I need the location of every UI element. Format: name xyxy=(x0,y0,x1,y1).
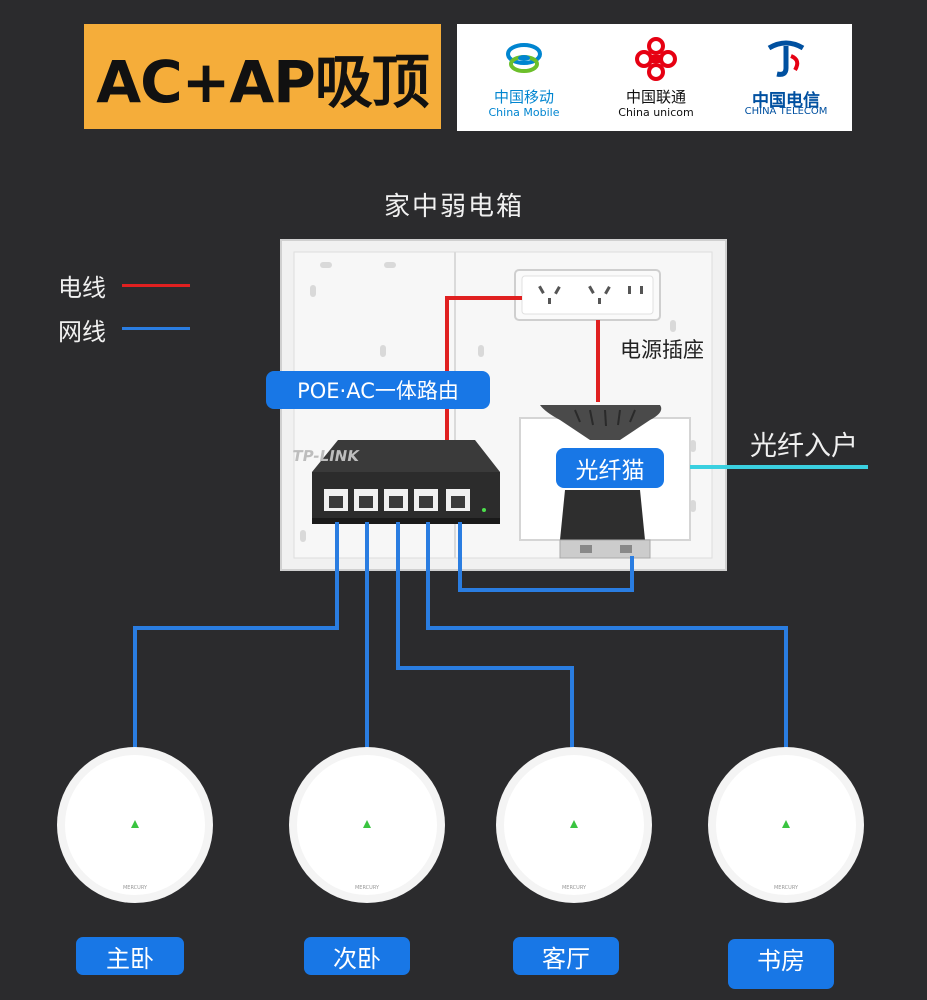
access-point-second-bedroom: MERCURY xyxy=(289,747,445,903)
legend-network-label: 网线 xyxy=(58,318,106,346)
legend-power-label: 电线 xyxy=(58,274,106,302)
carrier-china-mobile: 中国移动 China Mobile xyxy=(459,24,589,131)
svg-text:MERCURY: MERCURY xyxy=(355,885,380,891)
carrier-china-telecom: 中国电信 CHINA TELECOM xyxy=(721,24,851,131)
legend-network-line xyxy=(122,327,190,330)
access-point-study: MERCURY xyxy=(708,747,864,903)
svg-text:MERCURY: MERCURY xyxy=(562,885,587,891)
router xyxy=(312,440,500,524)
room-label-master-bedroom: 主卧 xyxy=(76,937,184,975)
access-point-living-room: MERCURY xyxy=(496,747,652,903)
carrier-name-cn: 中国电信 xyxy=(752,91,820,111)
carrier-name-cn: 中国联通 xyxy=(625,88,686,106)
power-socket-label: 电源插座 xyxy=(620,338,704,362)
box-title: 家中弱电箱 xyxy=(384,192,525,222)
access-point-master-bedroom: MERCURY xyxy=(57,747,213,903)
router-brand-label: TP-LINK xyxy=(291,447,362,465)
carrier-name-en: China unicom xyxy=(618,106,694,119)
room-label-living-room: 客厅 xyxy=(513,937,619,975)
carrier-china-unicom: 中国联通 China unicom xyxy=(591,24,721,131)
modem-callout: 光纤猫 xyxy=(556,448,664,488)
china-telecom-logo-icon xyxy=(767,40,805,77)
svg-text:MERCURY: MERCURY xyxy=(123,885,148,891)
page-title: AC+AP吸顶 xyxy=(96,47,429,116)
legend-power-line xyxy=(122,284,190,287)
carrier-name-en: China Mobile xyxy=(488,106,560,119)
fiber-input-label: 光纤入户 xyxy=(750,431,858,462)
china-mobile-logo-icon xyxy=(506,43,542,73)
carrier-name-en: CHINA TELECOM xyxy=(744,106,828,117)
carrier-name-cn: 中国移动 xyxy=(493,88,554,106)
carrier-logo-panel: 中国移动 China Mobile 中国联通 China unicom 中国电信… xyxy=(457,24,852,131)
china-unicom-logo-icon xyxy=(635,37,677,81)
network-cables xyxy=(133,522,788,780)
svg-text:MERCURY: MERCURY xyxy=(774,885,799,891)
room-label-second-bedroom: 次卧 xyxy=(304,937,410,975)
power-socket xyxy=(514,269,661,321)
room-label-study: 书房 xyxy=(728,939,834,989)
title-badge: AC+AP吸顶 xyxy=(84,24,441,129)
router-callout: POE·AC一体路由 xyxy=(266,371,490,409)
